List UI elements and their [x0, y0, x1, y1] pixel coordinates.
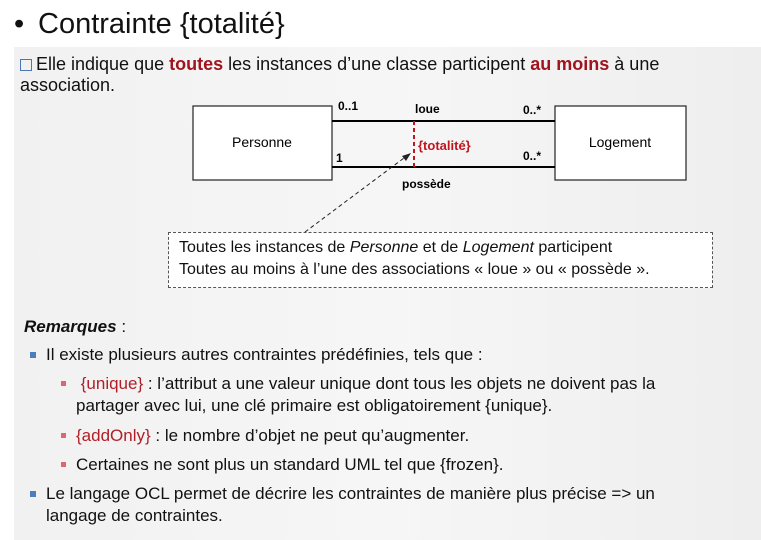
remarks-title-text: Remarques	[24, 317, 117, 336]
title-text: Contrainte {totalité}	[38, 8, 285, 40]
slide-title: • Contrainte {totalité}	[14, 6, 285, 42]
note-em-personne: Personne	[349, 239, 419, 256]
intro-text-3: à une association.	[20, 54, 660, 95]
sub-item-text-cont: partager avec lui, une clé primaire est …	[76, 396, 553, 415]
intro-text-1: Elle indique que	[36, 54, 170, 74]
note-text-a: Toutes les instances de	[179, 239, 350, 256]
list-item-text: Il existe plusieurs autres contraintes p…	[46, 345, 483, 364]
intro-paragraph: Elle indique que toutes les instances d’…	[20, 54, 750, 96]
multiplicity-top-right: 0..*	[523, 103, 541, 117]
note-box: Toutes les instances de Personne et de L…	[168, 232, 713, 288]
bullet-square-icon	[30, 352, 36, 358]
intro-text-2: les instances d’une classe participent	[223, 54, 531, 74]
sub-item-addonly: {addOnly} : le nombre d’objet ne peut qu…	[61, 425, 470, 447]
class-box-logement	[554, 105, 687, 181]
note-text-b: et de	[418, 239, 463, 256]
list-item-ocl: Le langage OCL permet de décrire les con…	[30, 483, 746, 527]
note-line-1: Toutes les instances de Personne et de L…	[179, 237, 702, 259]
list-item-text-cont: langage de contraintes.	[46, 506, 223, 525]
tag-unique: {unique}	[80, 374, 144, 393]
sub-bullet-square-icon	[61, 433, 66, 438]
bullet-square-icon	[30, 491, 36, 497]
remarks-heading: Remarques :	[24, 317, 126, 337]
note-line-2: Toutes au moins à l’une des associations…	[179, 261, 650, 278]
sub-item-text: Certaines ne sont plus un standard UML t…	[76, 455, 504, 474]
remarks-colon: :	[116, 317, 127, 336]
checkbox-bullet-icon	[20, 59, 32, 71]
assoc-label-possede: possède	[402, 177, 451, 191]
sub-item-frozen: Certaines ne sont plus un standard UML t…	[61, 454, 504, 476]
list-item-text: Le langage OCL permet de décrire les con…	[46, 484, 655, 503]
multiplicity-bottom-left: 1	[336, 151, 343, 165]
title-bullet: •	[14, 8, 25, 40]
multiplicity-top-left: 0..1	[338, 99, 358, 113]
note-em-logement: Logement	[462, 239, 534, 256]
class-box-personne	[192, 105, 333, 181]
sub-bullet-square-icon	[61, 381, 66, 386]
sub-bullet-square-icon	[61, 462, 66, 467]
list-item-predefined: Il existe plusieurs autres contraintes p…	[30, 344, 483, 366]
sub-item-text: : le nombre d’objet ne peut qu’augmenter…	[150, 426, 470, 445]
intro-emphasis-toutes: toutes	[169, 54, 224, 74]
note-pointer-line	[304, 154, 409, 233]
constraint-label-totalite: {totalité}	[418, 138, 471, 153]
intro-emphasis-au-moins: au moins	[530, 54, 610, 74]
sub-item-unique: {unique} : l’attribut a une valeur uniqu…	[61, 373, 756, 417]
assoc-label-loue: loue	[415, 102, 440, 116]
tag-addonly: {addOnly}	[76, 426, 151, 445]
sub-item-text: : l’attribut a une valeur unique dont to…	[143, 374, 656, 393]
note-pointer-arrowhead	[402, 153, 411, 161]
multiplicity-bottom-right: 0..*	[523, 149, 541, 163]
class-label-personne: Personne	[232, 134, 292, 150]
class-label-logement: Logement	[589, 134, 651, 150]
note-text-c: participent	[533, 239, 613, 256]
